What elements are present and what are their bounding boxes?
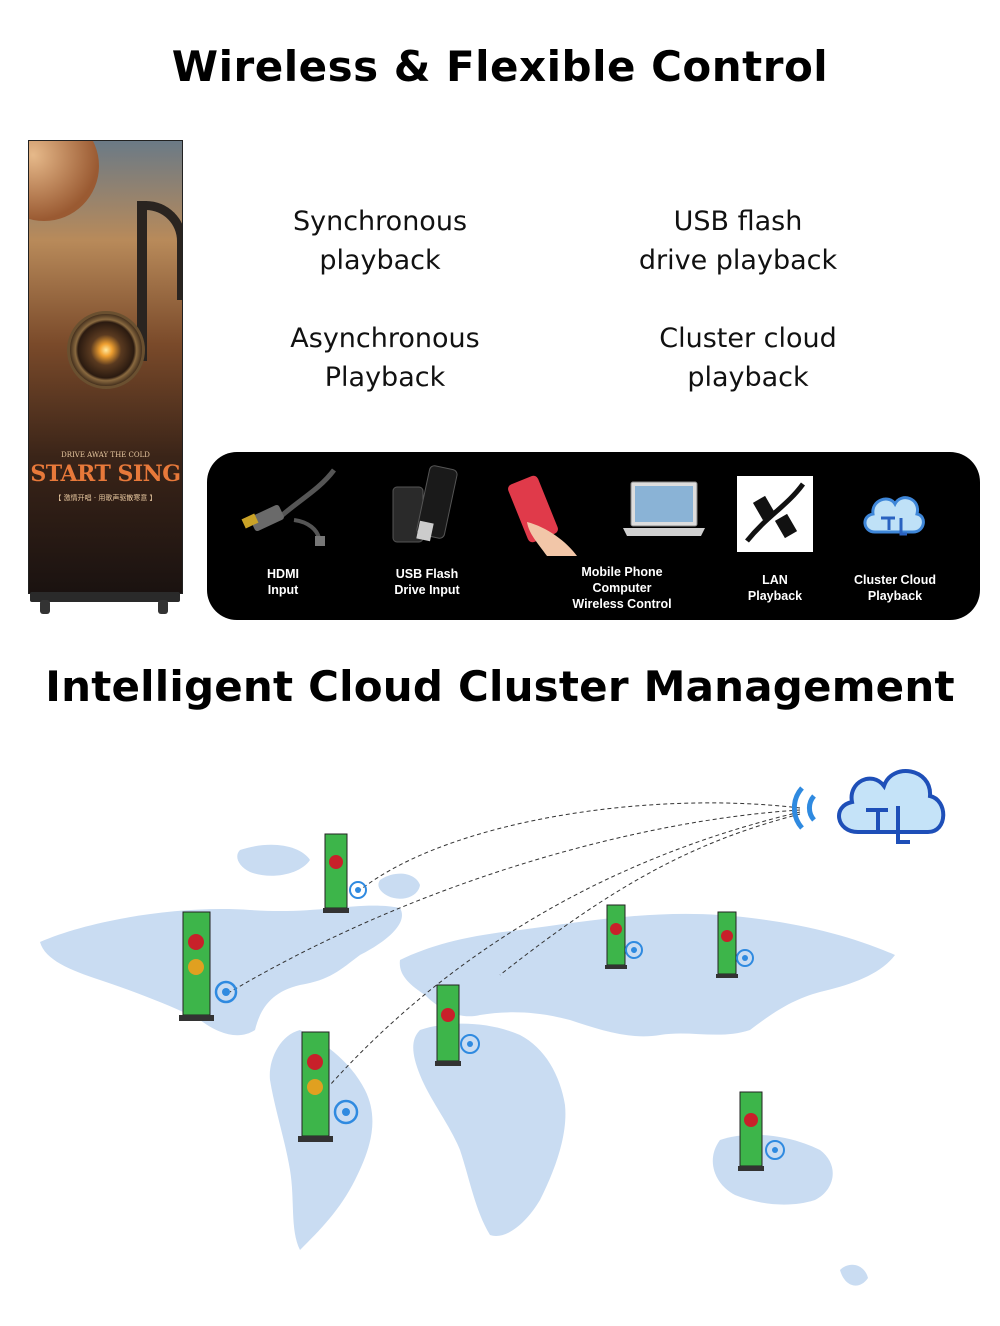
planet-graphic bbox=[29, 141, 99, 221]
feature-line: Synchronous bbox=[292, 206, 468, 237]
location-pin-icon bbox=[214, 980, 238, 1004]
location-pin-icon bbox=[333, 1099, 359, 1125]
device-6 bbox=[716, 911, 738, 978]
device-2 bbox=[179, 911, 214, 1021]
cloud-wifi-icon bbox=[792, 769, 946, 844]
location-pin-icon bbox=[625, 941, 643, 959]
feature-line: playback bbox=[319, 245, 441, 276]
feature-cluster-cloud-playback: Cluster cloud playback bbox=[628, 319, 868, 397]
poster-tagline: DRIVE AWAY THE COLD bbox=[61, 451, 150, 459]
music-note-flag bbox=[139, 201, 182, 300]
poster-headline: START SING bbox=[30, 461, 181, 487]
feature-line: Cluster cloud bbox=[659, 323, 837, 354]
location-pin-icon bbox=[349, 881, 367, 899]
location-pin-icon bbox=[460, 1034, 480, 1054]
device-1 bbox=[323, 833, 349, 913]
device-3 bbox=[298, 1031, 333, 1142]
device-7 bbox=[738, 1091, 764, 1171]
cluster-cloud-icon bbox=[863, 496, 925, 536]
feature-line: playback bbox=[687, 362, 809, 393]
feature-asynchronous-playback: Asynchronous Playback bbox=[270, 319, 500, 397]
feature-line: USB flash bbox=[673, 206, 803, 237]
hdmi-cable-icon bbox=[241, 468, 336, 546]
section-title-wireless-control: Wireless & Flexible Control bbox=[171, 42, 829, 91]
usb-flash-drive-icon bbox=[392, 465, 458, 543]
feature-line: Playback bbox=[324, 362, 446, 393]
location-pin-icon bbox=[736, 949, 754, 967]
feature-line: drive playback bbox=[638, 245, 838, 276]
poster-stand bbox=[30, 592, 180, 614]
continents bbox=[40, 844, 895, 1286]
device-4 bbox=[435, 984, 461, 1066]
mobile-phone-laptop-icon bbox=[508, 475, 705, 556]
glowing-disc-graphic bbox=[67, 311, 145, 389]
wheel-icon bbox=[40, 600, 50, 614]
feature-synchronous-playback: Synchronous playback bbox=[270, 202, 490, 280]
device-5 bbox=[605, 904, 627, 969]
section-title-cloud-management: Intelligent Cloud Cluster Management bbox=[45, 662, 955, 711]
poster-display-device: DRIVE AWAY THE COLD START SING 【 激情开唱 · … bbox=[28, 140, 183, 594]
world-map-illustration bbox=[40, 802, 895, 1286]
lan-cable-icon bbox=[737, 476, 813, 552]
connection-lines bbox=[229, 802, 801, 1086]
wheel-icon bbox=[158, 600, 168, 614]
feature-line: Asynchronous bbox=[290, 323, 480, 354]
poster-subline: 【 激情开唱 · 用歌声驱散寒意 】 bbox=[54, 494, 157, 502]
feature-usb-playback: USB flash drive playback bbox=[628, 202, 848, 280]
location-pin-icon bbox=[765, 1140, 785, 1160]
